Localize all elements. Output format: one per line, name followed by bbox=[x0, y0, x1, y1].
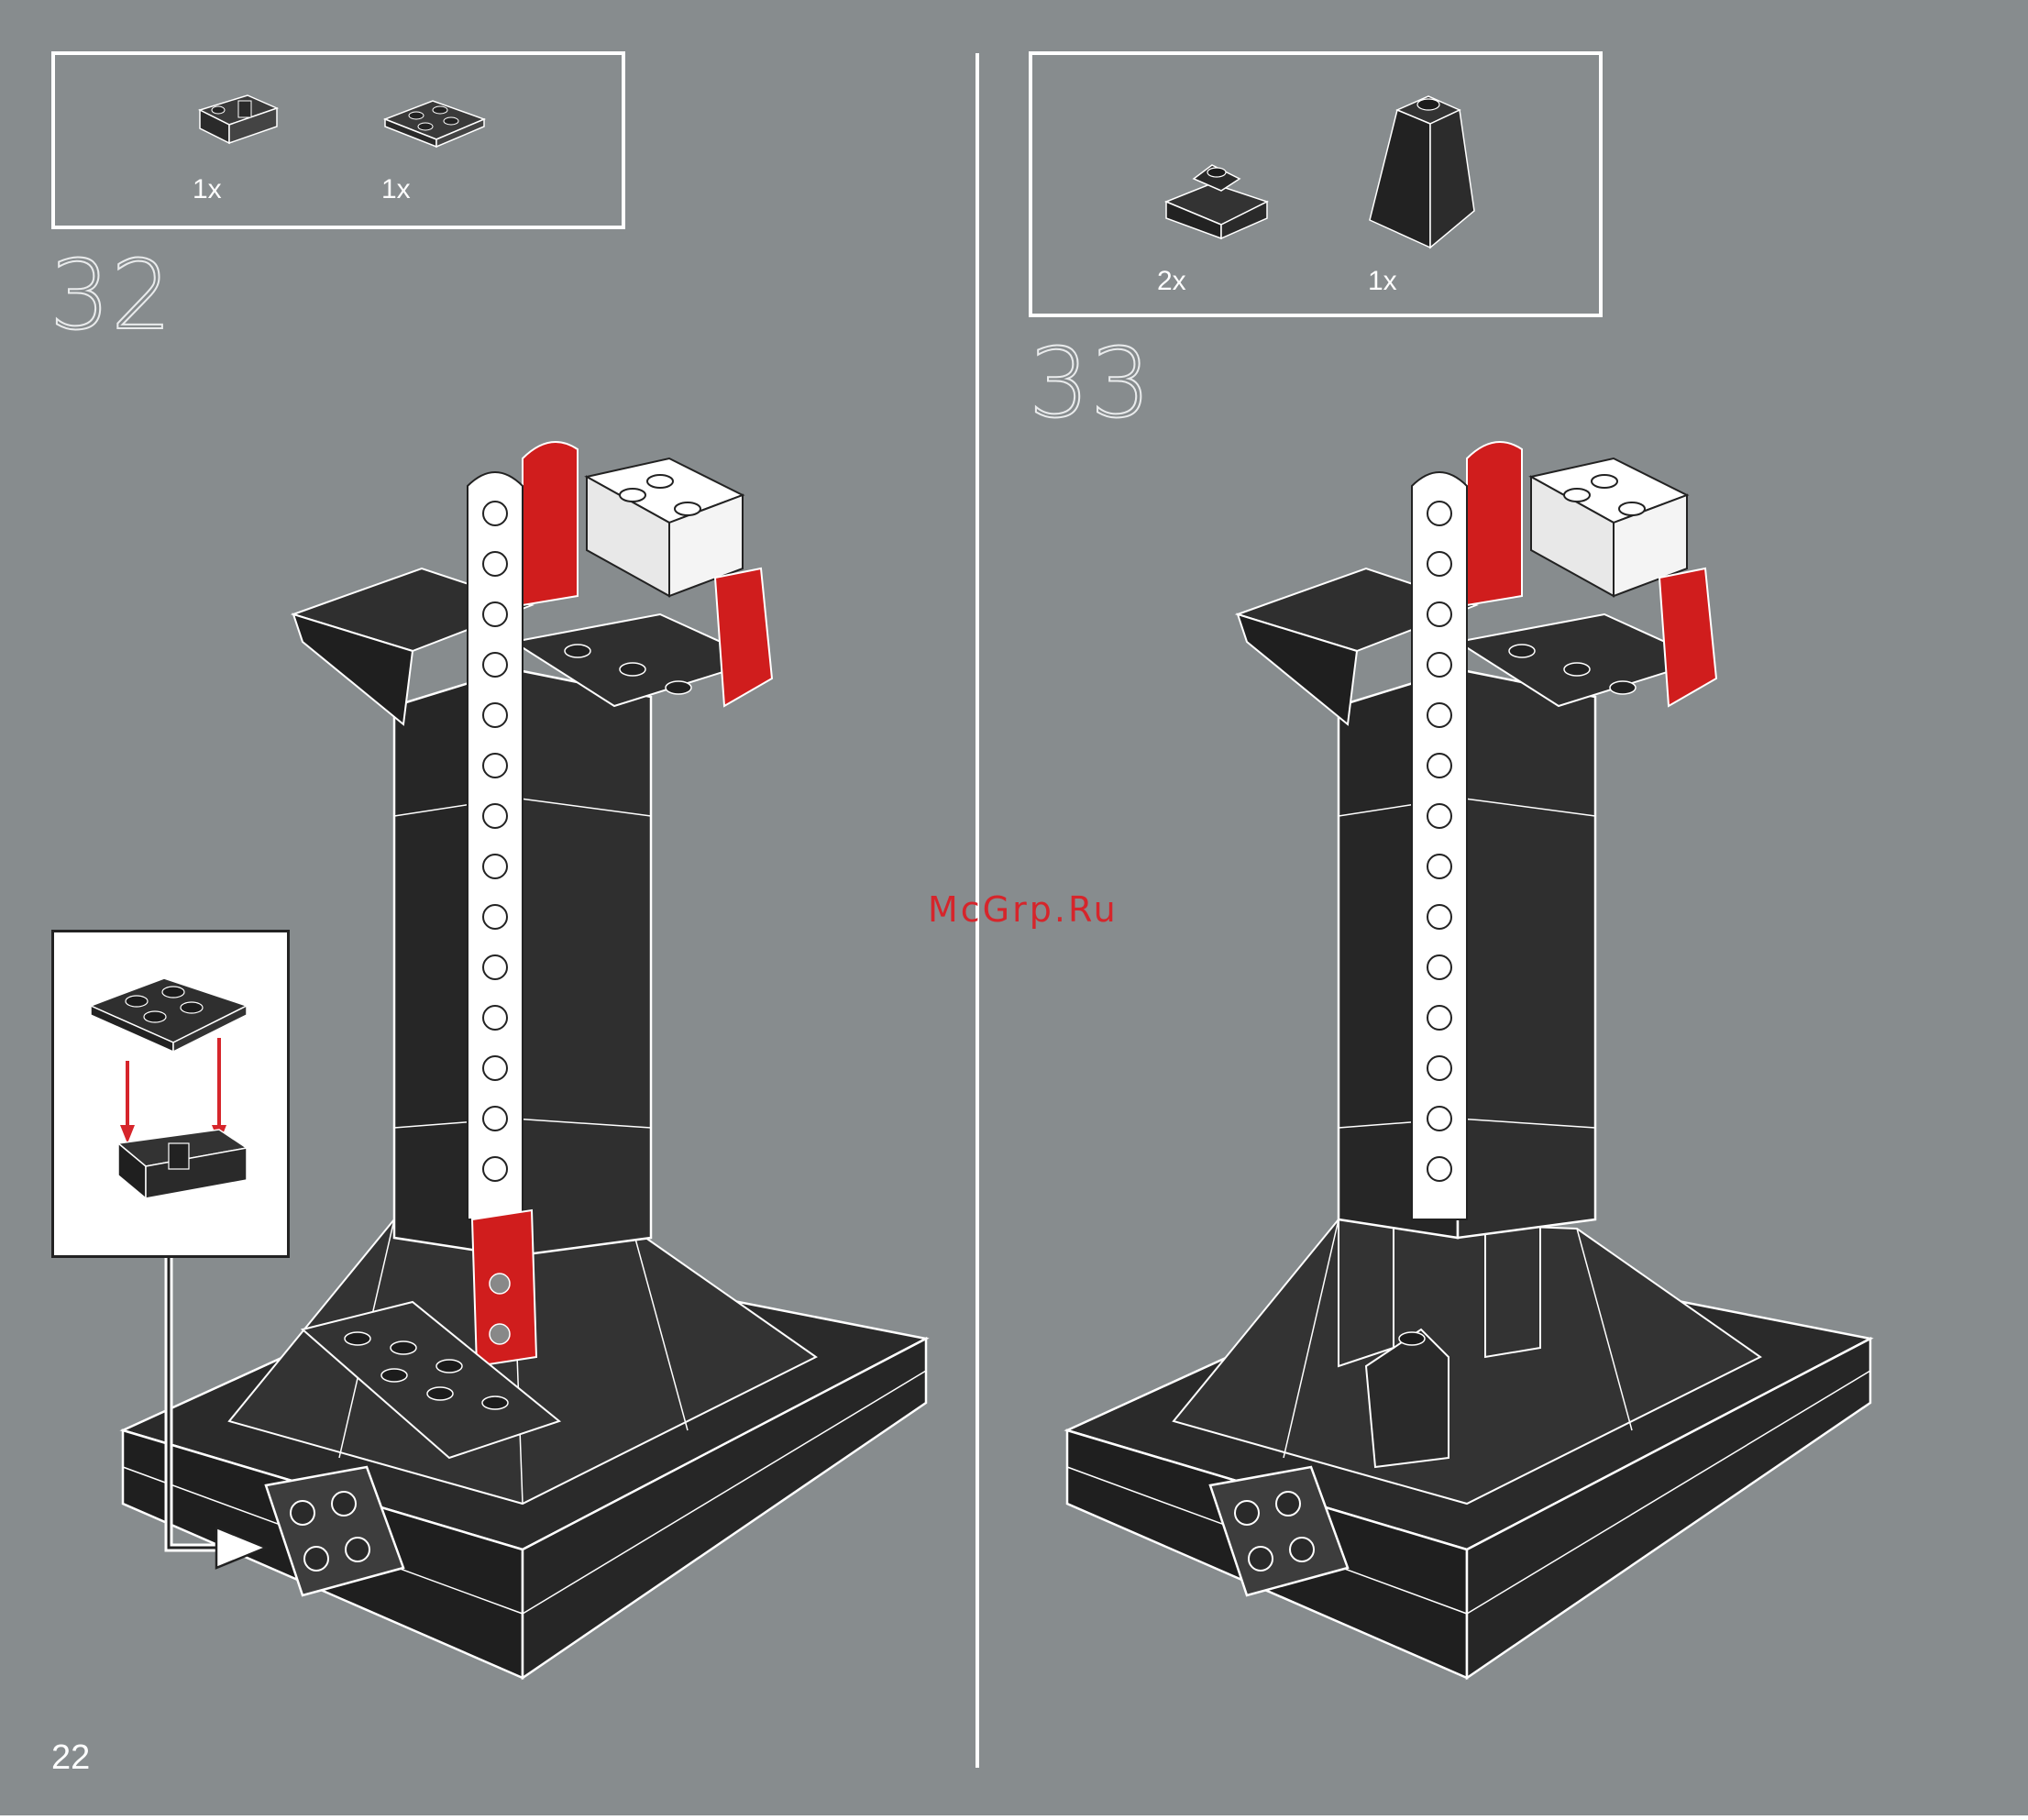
page-bottom-edge bbox=[0, 1815, 2028, 1820]
step-33-part-2-qty: 1x bbox=[1368, 266, 1397, 297]
slope-small-icon bbox=[1157, 156, 1276, 257]
slope-tall-icon bbox=[1364, 83, 1483, 257]
watermark: McGrp.Ru bbox=[928, 889, 1119, 930]
step-33-model-illustration bbox=[1064, 431, 1870, 1696]
step-33-part-1-qty: 2x bbox=[1157, 266, 1186, 297]
page-number: 22 bbox=[51, 1740, 90, 1775]
step-number-33: 33 bbox=[1029, 336, 1152, 431]
step-33-parts-box: 2x 1x bbox=[1029, 51, 1603, 317]
